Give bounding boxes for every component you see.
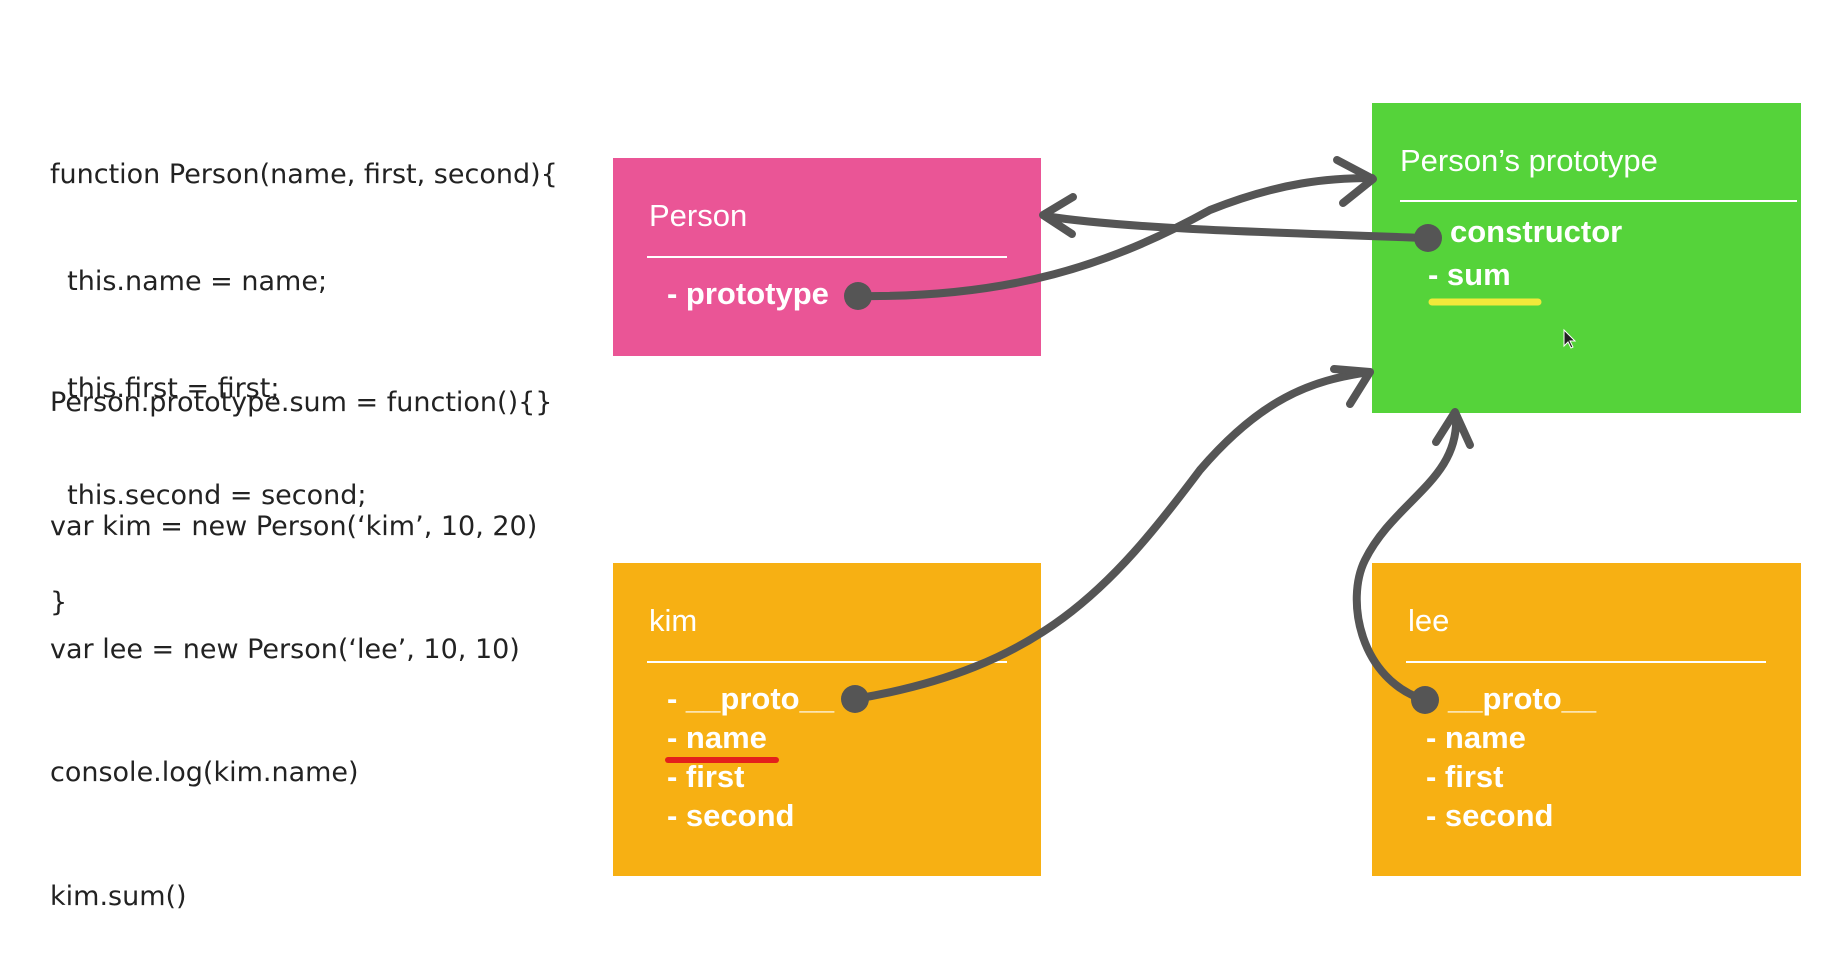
kim-box: kim - __proto__ - name - first - second [613, 563, 1041, 876]
kim-proto-item: - __proto__ [667, 681, 835, 716]
kim-proto-arrowhead [1330, 365, 1374, 408]
lee-first-item: - first [1426, 759, 1504, 794]
prototype-arrowhead [1333, 156, 1377, 207]
constructor-to-person-arrow [1041, 212, 1432, 242]
prototype-constructor-item: constructor [1450, 214, 1623, 249]
person-divider [647, 256, 1007, 258]
code-line: this.name = name; [50, 266, 328, 297]
lee-second-item: - second [1426, 798, 1554, 833]
lee-proto-item: __proto__ [1448, 681, 1597, 716]
lee-box: lee __proto__ - name - first - second [1372, 563, 1801, 876]
kim-proto-arrow [851, 368, 1374, 703]
prototype-sum-item: - sum [1428, 257, 1511, 292]
constructor-dot [1414, 224, 1442, 252]
lee-proto-arrow [1352, 411, 1461, 704]
lee-name-item: - name [1426, 720, 1526, 755]
prototype-assign-code: Person.prototype.sum = function(){} [50, 387, 553, 418]
constructor-code: function Person(name, first, second){ th… [50, 90, 558, 656]
code-line: function Person(name, first, second){ [50, 159, 558, 190]
code-line: } [50, 587, 68, 618]
kim-second-item: - second [667, 798, 795, 833]
kim-divider [647, 661, 1007, 663]
kim-proto-dot [841, 685, 869, 713]
person-title: Person [649, 198, 748, 233]
prototype-dot [844, 282, 872, 310]
sum-call-code: kim.sum() [50, 881, 187, 912]
person-prototype-item: - prototype [667, 276, 829, 311]
lee-proto-arrowhead [1432, 408, 1474, 449]
prototype-box: Person’s prototype constructor - sum [1372, 103, 1801, 413]
prototype-divider [1400, 200, 1797, 202]
lee-divider [1406, 661, 1766, 663]
kim-decl-code: var kim = new Person(‘kim’, 10, 20) [50, 511, 538, 542]
lee-proto-dot [1411, 686, 1439, 714]
mouse-cursor-icon [1563, 328, 1577, 349]
constructor-arrowhead [1039, 193, 1077, 238]
code-line: this.first = first; [50, 373, 280, 404]
log-call-code: console.log(kim.name) [50, 757, 359, 788]
prototype-title: Person’s prototype [1400, 143, 1658, 178]
kim-name-item: - name [667, 720, 767, 755]
person-box: Person - prototype [613, 158, 1041, 356]
kim-title: kim [649, 603, 698, 638]
lee-decl-code: var lee = new Person(‘lee’, 10, 10) [50, 634, 520, 665]
kim-first-item: - first [667, 759, 745, 794]
code-line: this.second = second; [50, 480, 367, 511]
lee-title: lee [1408, 603, 1450, 638]
